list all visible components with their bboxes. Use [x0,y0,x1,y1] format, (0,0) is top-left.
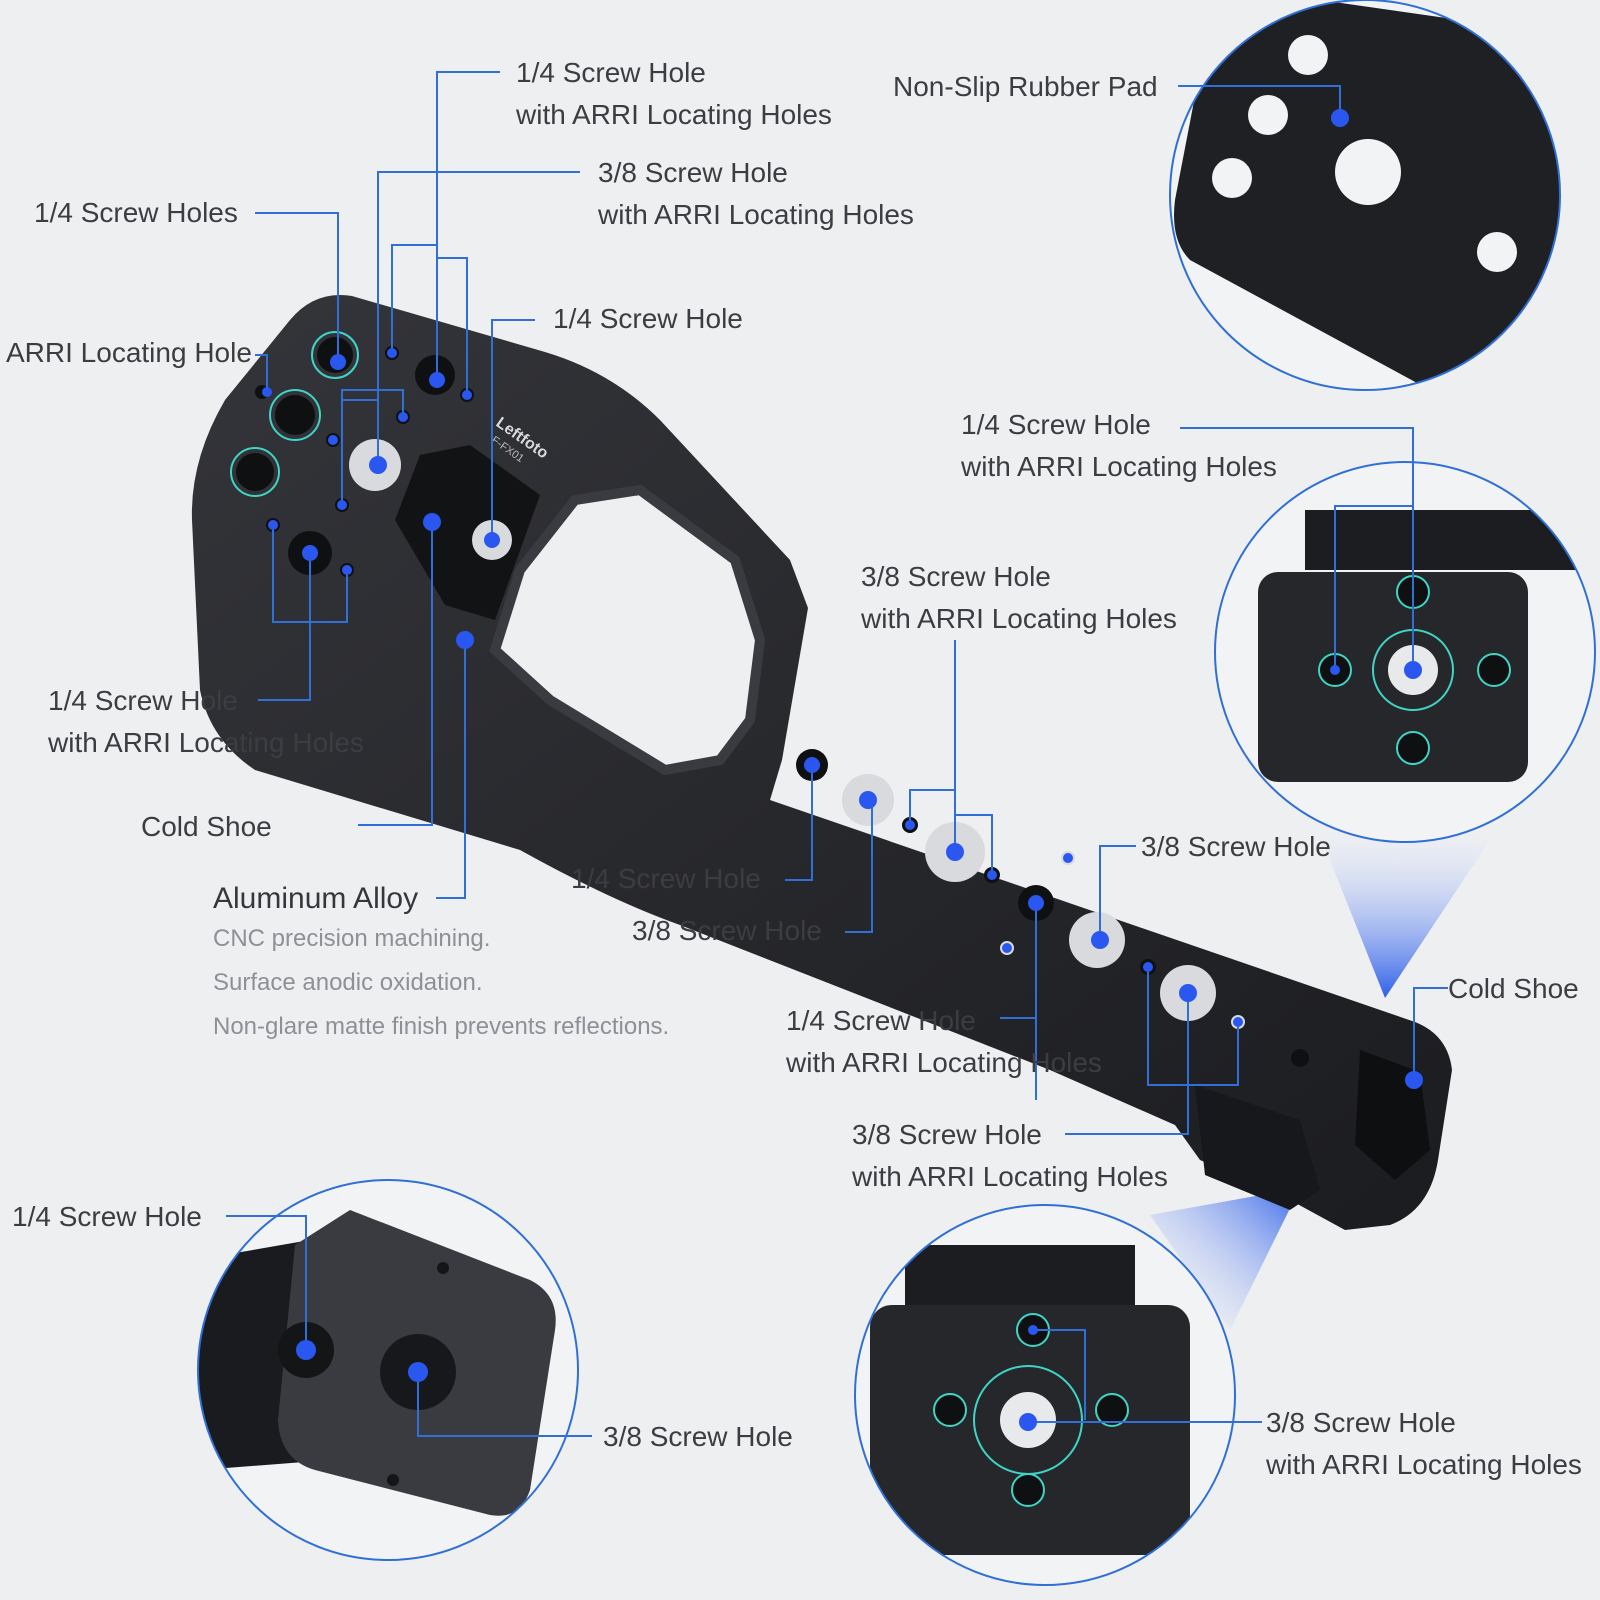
marker-dot [462,390,472,400]
zoom-rubber-pad [1169,0,1561,391]
marker-dot [1028,1325,1038,1335]
pad-hole [1248,95,1288,135]
arri-hole [1095,1393,1129,1427]
block-top-rail [1305,510,1595,570]
screw-hole [275,395,315,435]
marker-dot [423,513,441,531]
marker-dot [387,348,397,358]
marker-dot [804,757,820,773]
marker-dot [429,372,445,388]
marker-dot [1091,931,1109,949]
marker-dot [1331,109,1349,127]
label-14-arri-left-line2: with ARRI Locating Holes [48,727,364,758]
marker-dot [859,791,877,809]
arri-hole [933,1393,967,1427]
teal-ring [311,331,359,379]
label-14-arri-top-line2: with ARRI Locating Holes [516,99,832,130]
marker-dot [987,870,997,880]
label-38-screw-right: 3/8 Screw Hole [1141,831,1331,862]
label-14-screw-holes: 1/4 Screw Holes [34,197,238,228]
marker-dot [1019,1413,1037,1431]
marker-dot [1028,895,1044,911]
marker-dot [369,456,387,474]
label-38-arri-arm-line2: with ARRI Locating Holes [852,1161,1168,1192]
zoom-end-face [854,1204,1236,1586]
label-14-screw-plate: 1/4 Screw Hole [553,303,743,334]
arri-hole [437,1262,449,1274]
marker-dot [342,565,352,575]
label-aluminum-line3: Non-glare matte finish prevents reflecti… [213,1013,670,1040]
marker-dot [946,843,964,861]
marker-dot [1330,665,1340,675]
plate-window-rim [489,484,766,776]
label-14-screw-bottom-left: 1/4 Screw Hole [12,1201,202,1232]
zoom-side-block [197,1179,579,1561]
marker-dot [1002,943,1012,953]
label-14-arri-top-line1: 1/4 Screw Hole [516,57,706,88]
label-14-arri-right-line1: 1/4 Screw Hole [961,409,1151,440]
arri-hole [1396,731,1430,765]
marker-dot [328,435,338,445]
label-arri-locating-hole: ARRI Locating Hole [6,337,252,368]
pad-hole [1288,35,1328,75]
zoom-front-block [1214,461,1596,843]
label-14-arri-arm-line2: with ARRI Locating Holes [786,1047,1102,1078]
label-38-screw-bottom-left: 3/8 Screw Hole [603,1421,793,1452]
marker-dots [262,109,1423,1431]
marker-dot [1405,1071,1423,1089]
marker-dot [302,545,318,561]
zoom-beam [1310,810,1490,998]
marker-dot [337,500,347,510]
marker-dot [1143,962,1153,972]
label-38-arri-bottom-right-line2: with ARRI Locating Holes [1266,1449,1582,1480]
front-block [1195,1085,1320,1210]
label-14-arri-arm-line1: 1/4 Screw Hole [786,1005,976,1036]
arri-hole [1011,1473,1045,1507]
label-38-arri-top-line2: with ARRI Locating Holes [598,199,914,230]
marker-dot [484,532,500,548]
label-38-arri-bottom-right-line1: 3/8 Screw Hole [1266,1407,1456,1438]
marker-dot [296,1340,316,1360]
label-aluminum-title: Aluminum Alloy [213,882,419,915]
marker-dot [268,520,278,530]
teal-ring [269,389,321,441]
zoom-beam [1150,1188,1300,1330]
marker-dot [456,631,474,649]
arri-hole [387,1474,399,1486]
teal-ring [230,447,280,497]
marker-dot [398,412,408,422]
arri-hole [1477,653,1511,687]
marker-dot [905,820,915,830]
label-aluminum-line1: CNC precision machining. [213,925,491,952]
pad-hole [1477,232,1517,272]
label-aluminum-line2: Surface anodic oxidation. [213,969,483,996]
label-non-slip-pad: Non-Slip Rubber Pad [893,71,1158,102]
plate-window [495,490,760,770]
label-14-screw-arm: 1/4 Screw Hole [571,863,761,894]
teal-ring [973,1365,1083,1475]
marker-dot [1404,661,1422,679]
label-14-arri-right-line2: with ARRI Locating Holes [961,451,1277,482]
marker-dot [408,1362,428,1382]
label-38-arri-mid-line2: with ARRI Locating Holes [861,603,1177,634]
label-38-arri-mid-line1: 3/8 Screw Hole [861,561,1051,592]
marker-dot [330,354,346,370]
label-38-screw-arm: 3/8 Screw Hole [632,915,822,946]
label-14-arri-left-line1: 1/4 Screw Hole [48,685,238,716]
label-cold-shoe-right: Cold Shoe [1448,973,1579,1004]
label-38-arri-top-line1: 3/8 Screw Hole [598,157,788,188]
arri-hole [1291,1049,1309,1067]
marker-dot [1063,853,1073,863]
label-cold-shoe-left: Cold Shoe [141,811,272,842]
screw-hole [236,453,274,491]
marker-dot [1179,984,1197,1002]
end-top-rail [905,1245,1135,1305]
pad-hole [1335,139,1401,205]
marker-dot [262,387,272,397]
label-38-arri-arm-line1: 3/8 Screw Hole [852,1119,1042,1150]
leader-lines [226,71,1448,1437]
marker-dot [1233,1017,1243,1027]
pad-hole [1212,158,1252,198]
